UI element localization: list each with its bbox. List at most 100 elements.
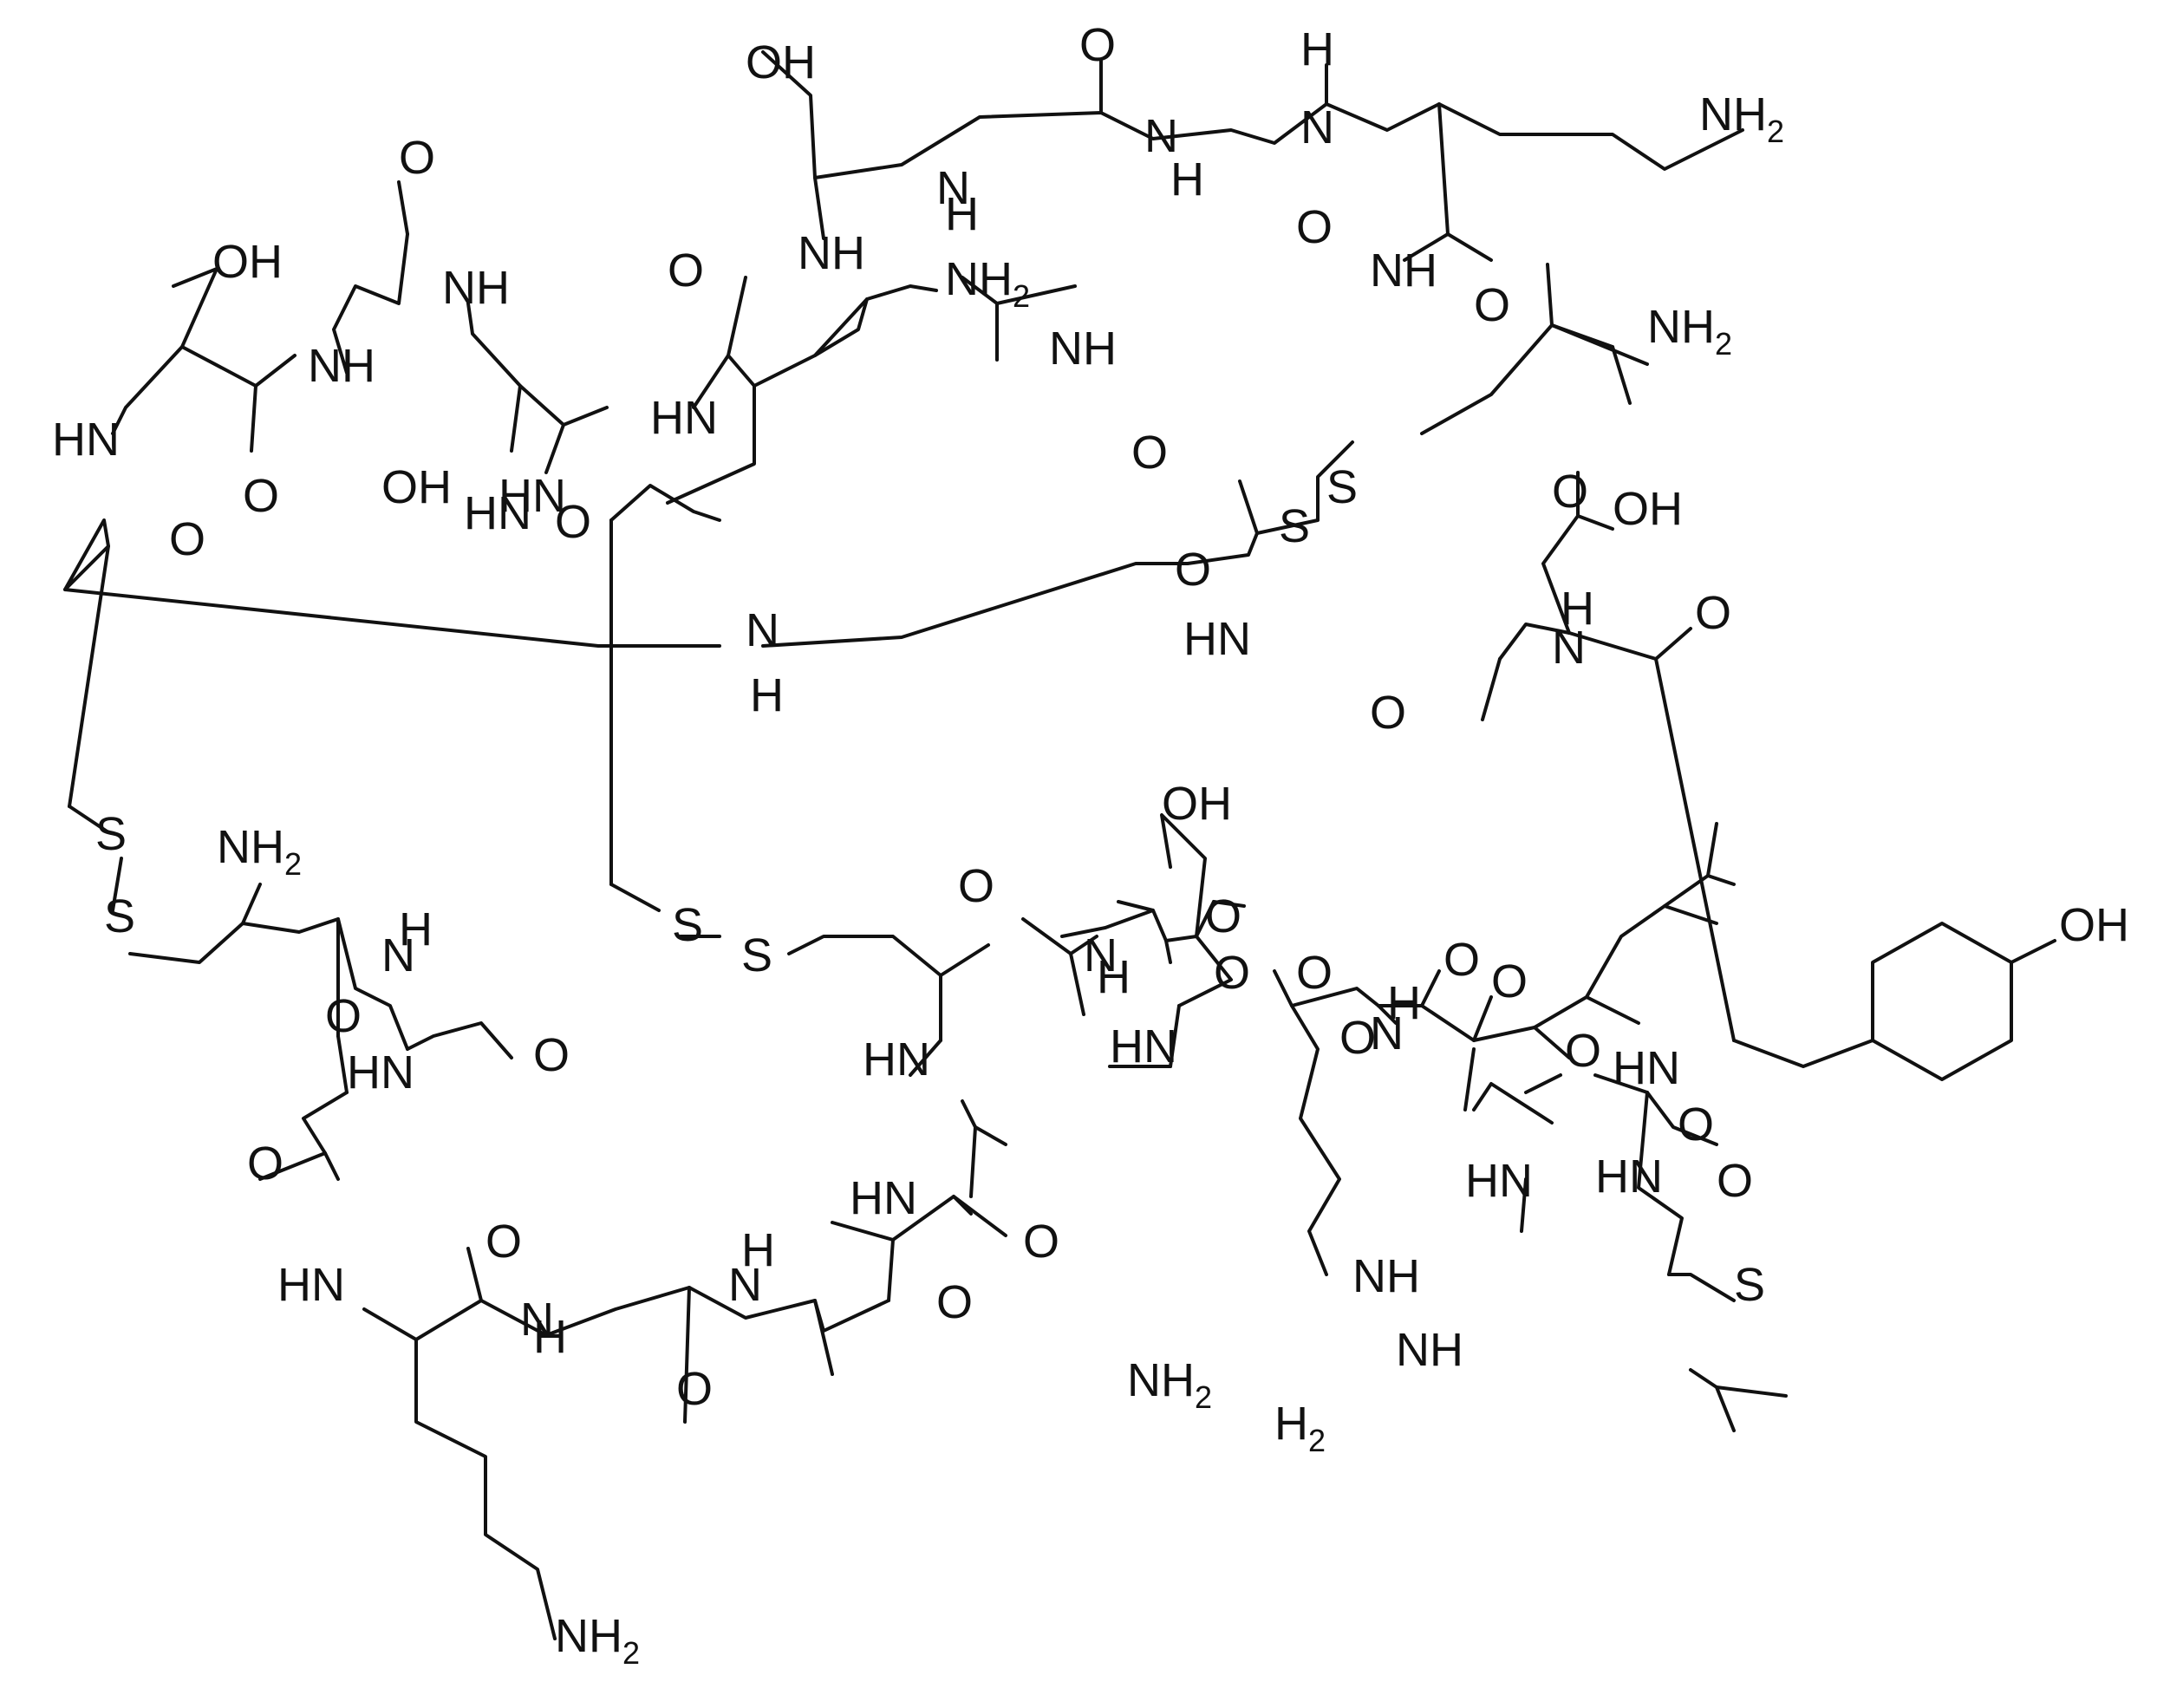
atom-label: HN: [464, 487, 531, 539]
atom-label: S: [1326, 461, 1358, 513]
bond: [518, 384, 565, 474]
atom-label: N: [728, 1259, 762, 1311]
bond: [466, 302, 522, 453]
bond: [1377, 995, 1493, 1042]
atom-label: OH: [381, 461, 452, 513]
atom-label: NH2: [1647, 301, 1732, 362]
atom-label: N: [936, 162, 970, 214]
atom-label: N: [1084, 929, 1118, 981]
bond: [1732, 1039, 1874, 1068]
bond: [909, 1039, 942, 1077]
atom-label: O: [676, 1363, 713, 1415]
bond: [727, 276, 938, 388]
bond: [406, 1021, 513, 1059]
atom-label: O: [399, 132, 435, 184]
atom-label: H2: [1274, 1398, 1326, 1458]
atom-label: H: [750, 669, 784, 721]
bond: [1472, 995, 1640, 1042]
bond: [1212, 900, 1246, 908]
bond: [1546, 263, 1614, 349]
atom-label: O: [1474, 279, 1510, 331]
atom-label: O: [1296, 947, 1333, 999]
bond: [683, 1286, 691, 1424]
bond: [1255, 440, 1354, 535]
bond: [1420, 323, 1554, 435]
atom-label: N: [746, 604, 779, 656]
bond: [1069, 952, 1085, 1016]
bond: [761, 531, 1259, 648]
bond: [609, 484, 721, 522]
atom-label: O: [1175, 544, 1211, 596]
bond: [562, 406, 609, 427]
atom-label: OH: [1162, 778, 1232, 830]
atom-label: H: [533, 1311, 567, 1363]
bond: [362, 1286, 890, 1341]
atom-label: NH: [1049, 323, 1117, 375]
atom-label: HN: [277, 1259, 345, 1311]
bond: [1533, 1026, 1571, 1059]
atom-label: S: [1279, 500, 1310, 552]
bond: [1611, 345, 1632, 405]
atom-label: N: [1300, 101, 1334, 153]
bond: [1403, 232, 1450, 262]
atom-label: O: [1552, 466, 1588, 518]
atom-label: O: [668, 244, 704, 297]
bond: [323, 1151, 340, 1181]
atom-label: HN: [650, 392, 718, 444]
bond: [63, 518, 110, 591]
atom-label: H: [399, 903, 433, 955]
atom-label: N: [381, 929, 415, 981]
bond: [1593, 1073, 1718, 1146]
atom-label: O: [325, 990, 362, 1042]
bond: [1524, 1073, 1562, 1094]
bond: [1290, 1004, 1341, 1276]
bond: [180, 345, 297, 388]
atom-label: S: [1734, 1259, 1765, 1311]
bond: [111, 857, 123, 912]
bond: [1060, 900, 1155, 938]
atom-label: OH: [1613, 483, 1683, 535]
bond: [1585, 904, 1718, 999]
bond: [1238, 479, 1259, 535]
bond: [336, 1034, 349, 1094]
atom-label: OH: [746, 36, 816, 88]
atom-label: HN: [1613, 1042, 1680, 1094]
bond: [1472, 1082, 1554, 1125]
atom-label: H: [1387, 977, 1421, 1029]
bond: [609, 883, 661, 912]
atom-label: NH: [308, 340, 375, 392]
atom-label: O: [958, 860, 994, 912]
bond: [68, 805, 110, 834]
bond: [1169, 1004, 1181, 1068]
bond: [1541, 514, 1614, 635]
bond: [961, 1099, 1007, 1146]
bond: [68, 544, 110, 808]
atom-label: O: [1023, 1216, 1059, 1268]
bond: [250, 384, 257, 453]
atom-label: OH: [2059, 899, 2129, 951]
atom-label: O: [1491, 955, 1528, 1007]
atom-label: S: [741, 929, 772, 981]
bond: [1706, 822, 1718, 877]
bond: [397, 180, 409, 236]
bond: [813, 297, 869, 357]
bond: [969, 1125, 977, 1198]
bond: [787, 935, 990, 977]
bond: [1463, 1047, 1476, 1112]
atom-label: NH: [1396, 1324, 1463, 1376]
atom-label: O: [1214, 947, 1250, 999]
bond: [1689, 1368, 1788, 1398]
bond: [466, 1247, 483, 1302]
bond: [1637, 1091, 1684, 1276]
atom-label: O: [1205, 890, 1241, 942]
atom-label: NH: [1352, 1250, 1420, 1302]
atom-label: O: [555, 496, 591, 548]
bond: [1160, 813, 1207, 938]
atom-label: O: [1717, 1155, 1753, 1207]
bond: [332, 232, 409, 375]
bond: [813, 176, 825, 240]
bond: [1550, 323, 1649, 366]
atom-label: S: [104, 890, 135, 942]
atom-label: O: [1443, 934, 1480, 986]
